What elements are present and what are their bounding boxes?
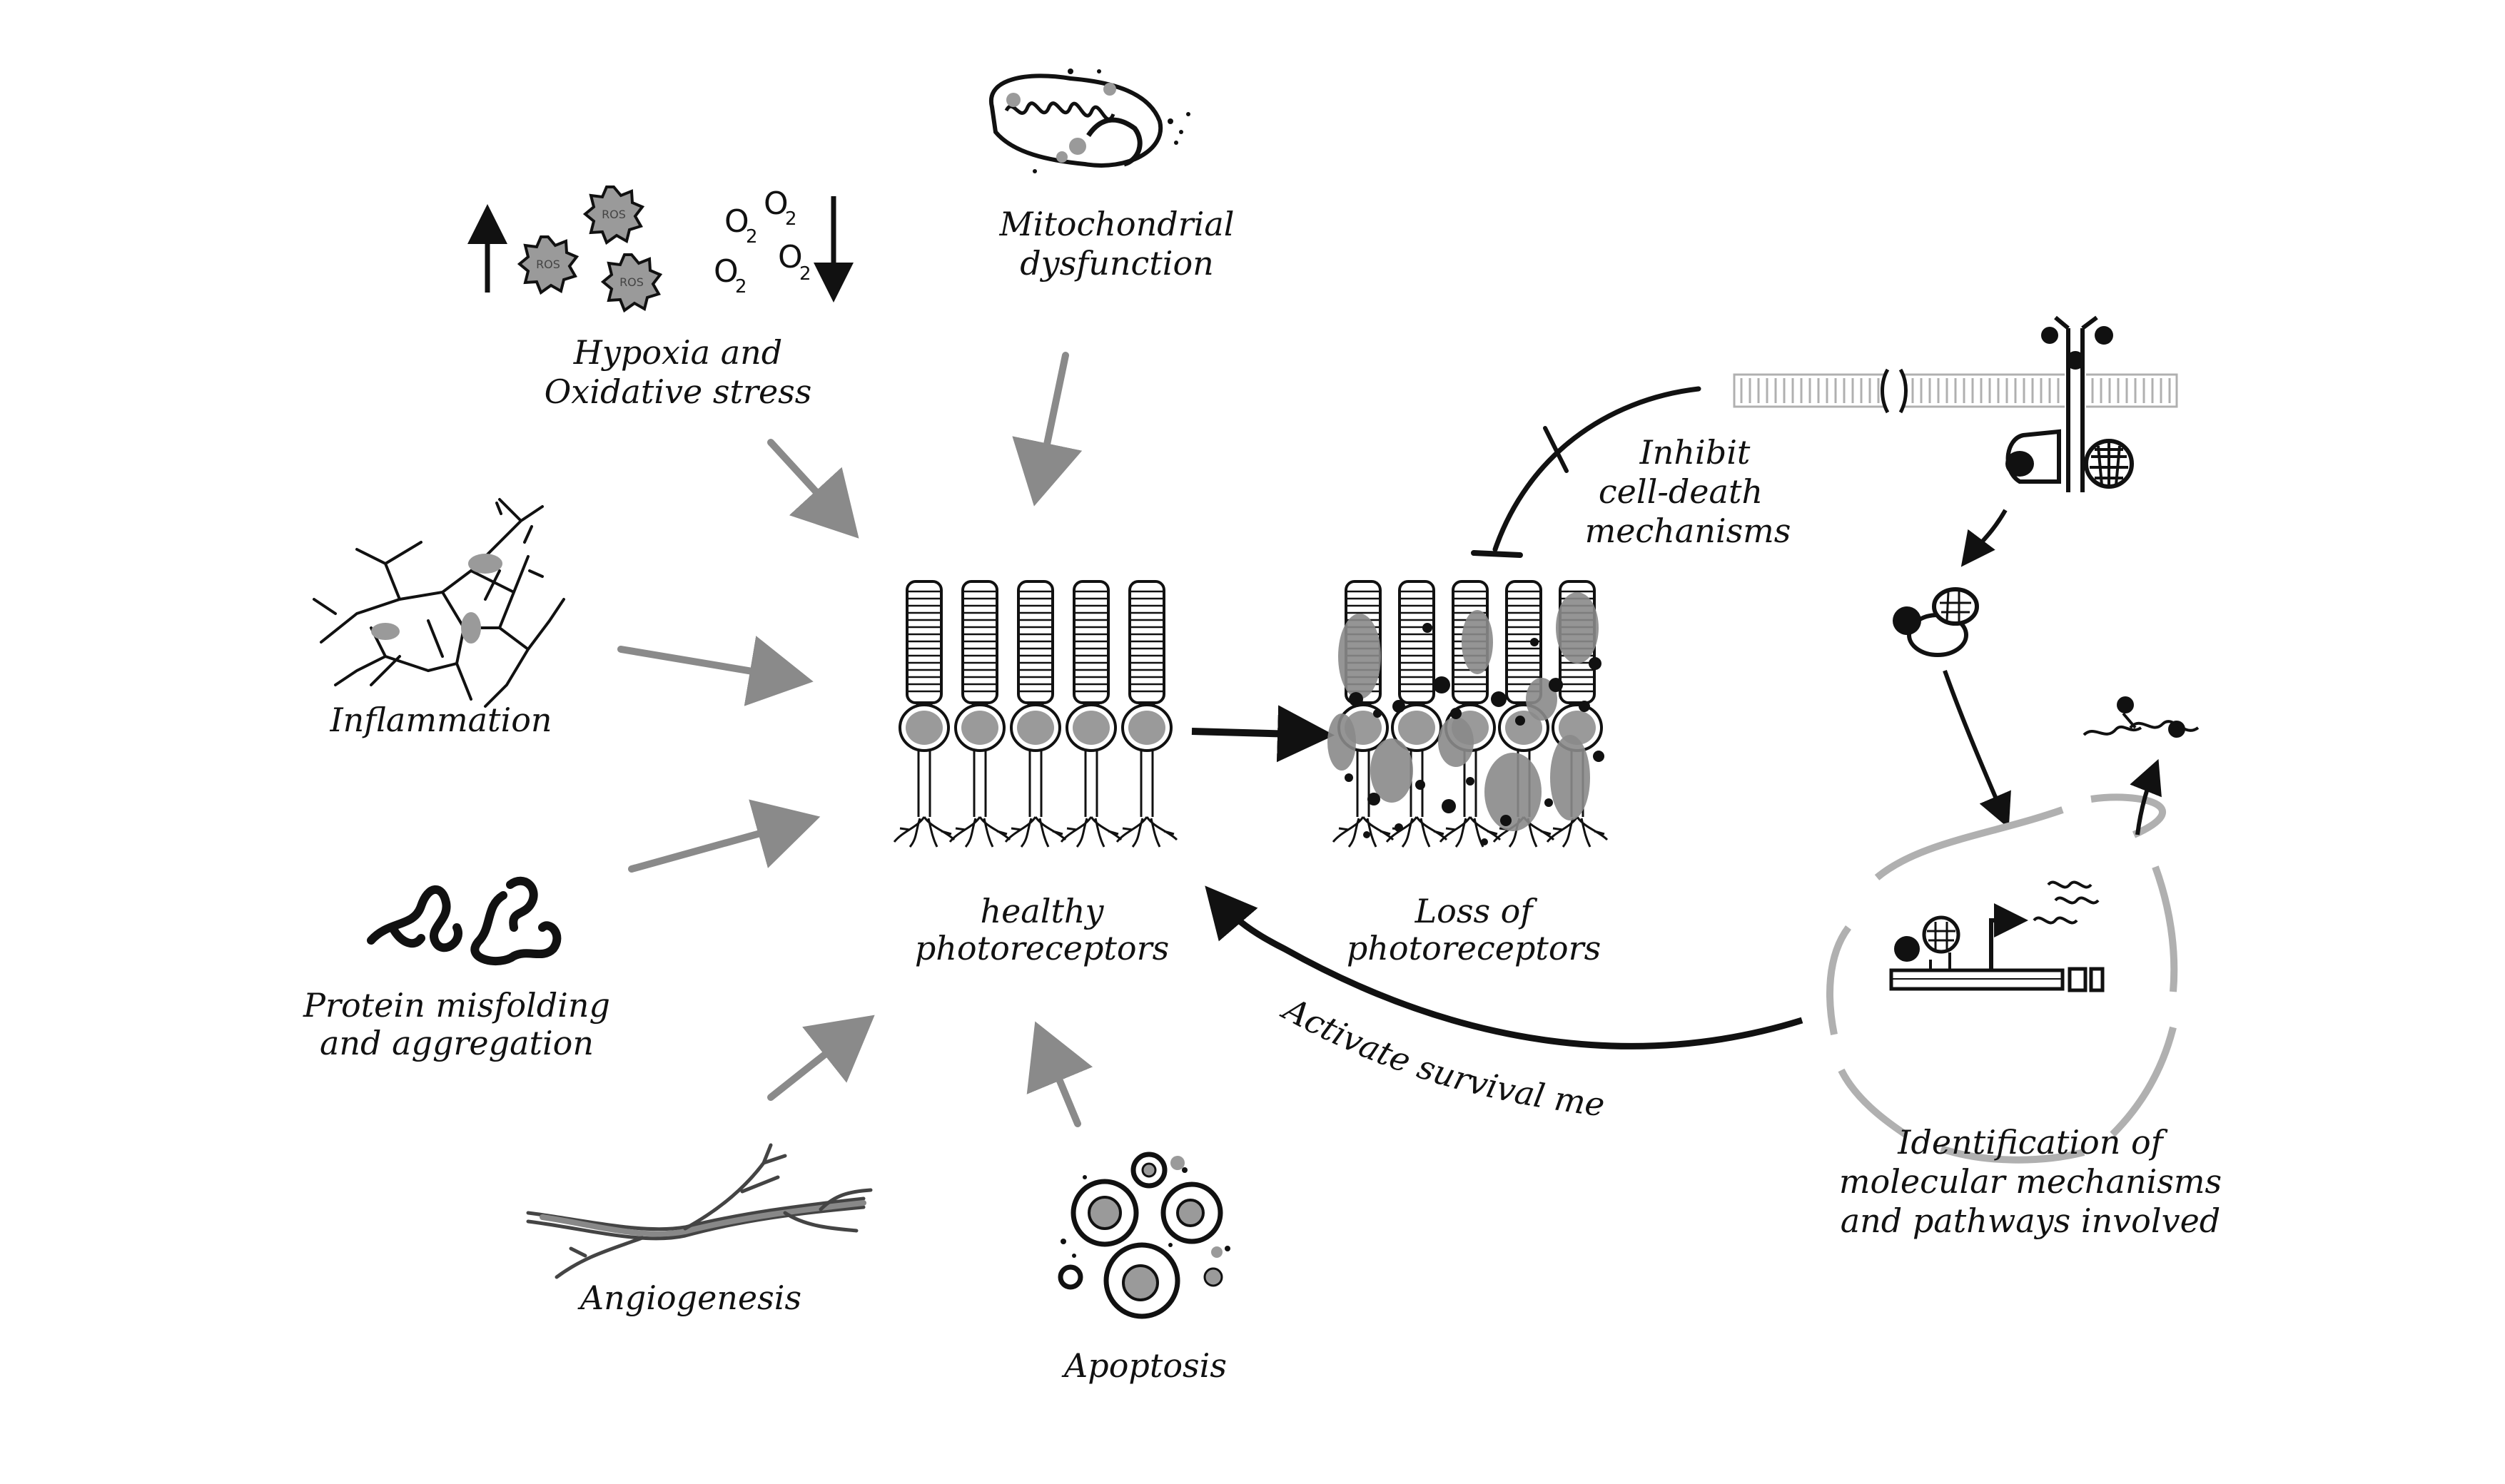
arrow-hypoxia: [767, 439, 859, 539]
apoptosis-cells-icon: [1058, 1152, 1230, 1319]
angiogenesis-vessel-icon: [526, 1143, 873, 1279]
svg-text:O: O: [714, 253, 739, 290]
svg-text:O: O: [778, 239, 803, 275]
inhibit-label-line2: cell-death: [1599, 472, 1763, 511]
signaling-complex-icon: [1893, 509, 2011, 829]
inhibit-arrow: [1471, 386, 1701, 558]
svg-text:2: 2: [746, 226, 758, 248]
svg-text:O: O: [724, 203, 749, 240]
ros-star-icon: ROS: [517, 235, 580, 295]
inhibit-label-line1: Inhibit: [1639, 433, 1751, 472]
loss-label-line1: Loss of: [1415, 892, 1538, 930]
arrow-protein: [628, 799, 821, 873]
secreted-factors-icon: [2083, 696, 2200, 835]
arrow-apoptosis: [1026, 1021, 1093, 1127]
identification-label-line2: molecular mechanisms: [1839, 1162, 2222, 1201]
apoptosis-label: Apoptosis: [1061, 1346, 1227, 1385]
mito-label-line2: dysfunction: [1020, 244, 1214, 283]
mito-label-line1: Mitochondrial: [999, 205, 1235, 243]
degenerating-photoreceptors-icon: [1327, 580, 1609, 848]
loss-label-line2: photoreceptors: [1347, 929, 1601, 967]
oxygen-molecules: O2 O2 O2 O2: [714, 186, 811, 298]
angiogenesis-label: Angiogenesis: [577, 1279, 801, 1317]
inflammation-label: Inflammation: [329, 701, 552, 739]
membrane-receptor-icon: [1733, 315, 2178, 507]
gene-transcription-icon: [1889, 880, 2105, 992]
svg-text:ROS: ROS: [619, 275, 644, 289]
svg-text:2: 2: [735, 276, 747, 298]
svg-text:ROS: ROS: [536, 258, 560, 271]
nucleus-icon: [1826, 793, 2178, 1164]
protein-label-line1: Protein misfolding: [303, 986, 610, 1025]
arrow-degeneration: [1191, 705, 1335, 763]
stressor-arrows: [617, 352, 1093, 1127]
svg-text:2: 2: [799, 263, 811, 285]
arrow-inflammation: [617, 636, 814, 706]
hypoxia-label-line2: Oxidative stress: [545, 372, 812, 411]
arrow-mito: [1012, 352, 1083, 507]
svg-text:2: 2: [785, 208, 797, 230]
mitochondria-icon: [988, 68, 1190, 173]
inflammation-microglia-icon: [313, 498, 565, 708]
hypoxia-oxidative-icon: ROS ROS ROS O2 O2 O2 O2: [467, 186, 854, 313]
hypoxia-label-line1: Hypoxia and: [573, 333, 782, 372]
svg-text:ROS: ROS: [602, 208, 626, 221]
identification-label-line3: and pathways involved: [1841, 1201, 2221, 1240]
svg-text:O: O: [764, 186, 789, 222]
identification-label-line1: Identification of: [1897, 1123, 2167, 1162]
ros-star-icon: ROS: [582, 186, 645, 245]
healthy-label-line2: photoreceptors: [915, 929, 1169, 967]
protein-label-line2: and aggregation: [320, 1024, 594, 1062]
arrow-angiogenesis: [767, 1015, 875, 1101]
inhibit-label-line3: mechanisms: [1585, 512, 1791, 550]
ros-star-icon: ROS: [600, 253, 663, 313]
healthy-photoreceptors-icon: [893, 580, 1178, 848]
protein-aggregate-icon: [367, 876, 562, 965]
healthy-label-line1: healthy: [980, 892, 1104, 930]
activate-survival-arrow: [1205, 885, 1803, 1050]
